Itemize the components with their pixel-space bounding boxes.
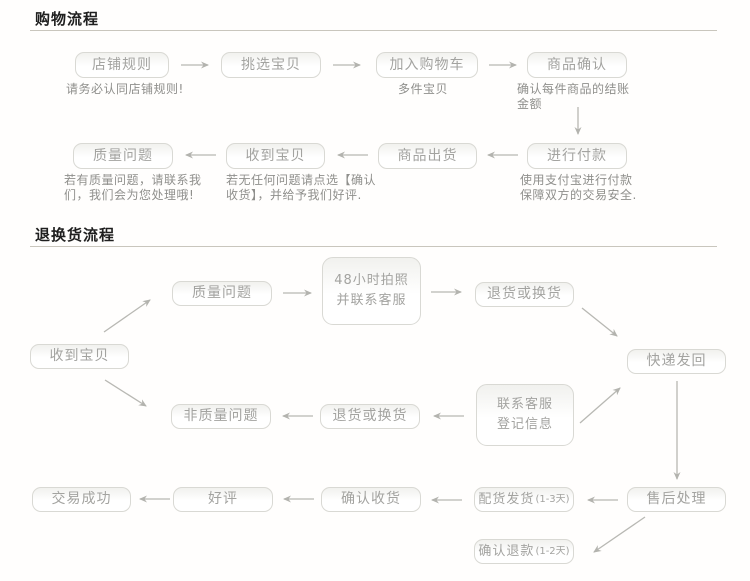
return-flow-title: 退换货流程 bbox=[35, 226, 116, 244]
node-item-confirm: 商品确认 bbox=[527, 52, 627, 78]
caption-make-payment: 使用支付宝进行付款 保障双方的交易安全. bbox=[520, 173, 637, 202]
arrow-contact-to-express bbox=[579, 387, 621, 424]
node-contact-service: 联系客服 登记信息 bbox=[476, 384, 574, 446]
node-after-sale: 售后处理 bbox=[627, 487, 726, 512]
node-add-to-cart: 加入购物车 bbox=[376, 52, 478, 78]
node-photo-48h: 48小时拍照 并联系客服 bbox=[322, 257, 421, 325]
node-quality-issue: 质量问题 bbox=[73, 143, 173, 169]
caption-receive-item: 若无任何问题请点选【确认 收货】，并给予我们好评. bbox=[226, 173, 377, 202]
node-confirm-refund-days: (1-2天) bbox=[535, 546, 570, 557]
arrow-receive2-to-nonquality bbox=[104, 379, 147, 407]
node-return-or-exchange-bottom: 退货或换货 bbox=[320, 404, 420, 429]
node-receive-item: 收到宝贝 bbox=[226, 143, 325, 169]
node-make-payment: 进行付款 bbox=[527, 143, 627, 169]
caption-shop-rules: 请务必认同店铺规则! bbox=[66, 82, 184, 96]
purchase-flow-divider bbox=[30, 30, 717, 31]
node-shop-rules: 店铺规则 bbox=[75, 52, 169, 78]
node-non-quality-issue: 非质量问题 bbox=[171, 404, 271, 429]
node-quality-issue-2: 质量问题 bbox=[172, 281, 272, 306]
caption-item-confirm: 确认每件商品的结账 金额 bbox=[517, 82, 630, 111]
node-receive-item-2: 收到宝贝 bbox=[30, 344, 129, 369]
node-confirm-receipt: 确认收货 bbox=[321, 487, 421, 512]
arrow-receive2-to-quality2 bbox=[103, 299, 151, 333]
node-dispatch-label: 配货发货 bbox=[478, 492, 535, 507]
arrow-return-to-express bbox=[581, 307, 618, 337]
node-item-shipped: 商品出货 bbox=[378, 143, 477, 169]
node-deal-success: 交易成功 bbox=[32, 487, 131, 512]
node-dispatch: 配货发货(1-3天) bbox=[474, 487, 574, 512]
node-dispatch-days: (1-3天) bbox=[535, 494, 570, 505]
node-return-or-exchange-top: 退货或换货 bbox=[475, 282, 574, 307]
purchase-flow-title: 购物流程 bbox=[35, 10, 100, 28]
node-pick-item: 挑选宝贝 bbox=[221, 52, 321, 78]
node-good-review: 好评 bbox=[173, 487, 273, 512]
caption-add-to-cart: 多件宝贝 bbox=[398, 82, 449, 96]
node-confirm-refund: 确认退款(1-2天) bbox=[474, 539, 574, 564]
return-flow-divider bbox=[30, 246, 717, 247]
arrow-aftersale-to-refund bbox=[593, 516, 646, 553]
node-express-back: 快递发回 bbox=[627, 349, 726, 374]
caption-quality-issue: 若有质量问题，请联系我 们，我们会为您处理哦! bbox=[64, 173, 202, 202]
node-confirm-refund-label: 确认退款 bbox=[478, 544, 535, 559]
